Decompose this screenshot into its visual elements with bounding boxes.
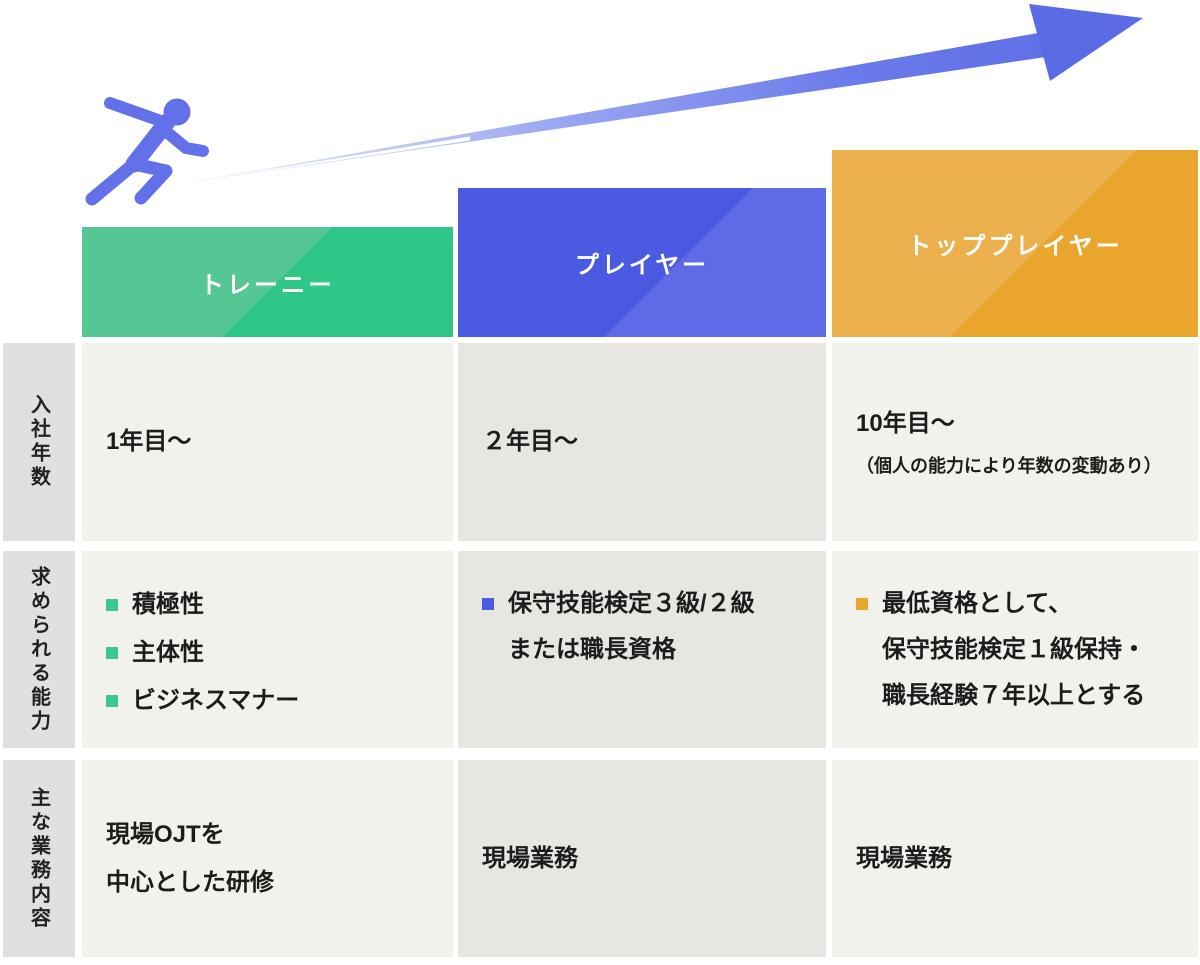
cell-duties-trainee: 現場OJTを 中心とした研修 <box>82 760 453 957</box>
skills-top-line: 保守技能検定１級保持・ <box>882 636 1146 663</box>
list-item: ビジネスマナー <box>106 677 453 725</box>
skills-player-line: 保守技能検定３級/２級 <box>508 590 755 617</box>
cell-tenure-trainee: 1年目〜 <box>82 343 453 541</box>
stage-header-top-player: トッププレイヤー <box>832 150 1198 337</box>
duties-player-text: 現場業務 <box>482 844 578 872</box>
skills-player-line: または職長資格 <box>508 636 676 663</box>
green-square-bullet-icon <box>106 647 118 659</box>
skills-top-line: 最低資格として、 <box>882 590 1073 617</box>
cell-tenure-player: ２年目〜 <box>458 343 826 541</box>
skills-trainee-item: 積極性 <box>132 591 204 618</box>
skills-trainee-item: 主体性 <box>132 639 204 666</box>
row-label-tenure-text: 入社年数 <box>27 394 50 490</box>
cell-tenure-top-player: 10年目〜 （個人の能力により年数の変動あり） <box>832 343 1198 541</box>
stage-header-player-label: プレイヤー <box>574 252 710 279</box>
row-label-duties: 主な業務内容 <box>3 760 75 957</box>
cell-duties-top-player: 現場業務 <box>832 760 1198 957</box>
list-item-continuation: 職長経験７年以上とする <box>856 673 1198 719</box>
skills-trainee-item: ビジネスマナー <box>132 687 300 714</box>
duties-trainee-line: 現場OJTを <box>106 820 225 848</box>
tenure-player-text: ２年目〜 <box>482 428 578 455</box>
tenure-trainee-text: 1年目〜 <box>106 428 192 455</box>
list-item: 積極性 <box>106 581 453 629</box>
cell-skills-top-player: 最低資格として、 保守技能検定１級保持・ 職長経験７年以上とする <box>832 551 1198 748</box>
list-item: 主体性 <box>106 629 453 677</box>
row-label-skills-text: 求められる能力 <box>27 565 50 734</box>
cell-skills-player: 保守技能検定３級/２級 または職長資格 <box>458 551 826 748</box>
blue-square-bullet-icon <box>482 598 494 610</box>
row-label-skills: 求められる能力 <box>3 551 75 748</box>
row-label-duties-text: 主な業務内容 <box>27 786 50 931</box>
tenure-top-note-text: （個人の能力により年数の変動あり） <box>856 456 1162 476</box>
list-item: 保守技能検定３級/２級 <box>482 581 826 627</box>
stage-header-trainee: トレーニー <box>82 227 453 337</box>
green-square-bullet-icon <box>106 695 118 707</box>
cell-duties-player: 現場業務 <box>458 760 826 957</box>
duties-top-text: 現場業務 <box>856 844 952 872</box>
upward-growth-arrow-icon <box>162 4 1143 187</box>
stage-header-trainee-label: トレーニー <box>200 271 335 299</box>
row-label-tenure: 入社年数 <box>3 343 75 541</box>
cell-skills-trainee: 積極性 主体性 ビジネスマナー <box>82 551 453 748</box>
list-item: 最低資格として、 <box>856 581 1198 627</box>
green-square-bullet-icon <box>106 599 118 611</box>
list-item-continuation: または職長資格 <box>482 627 826 673</box>
stage-header-top-player-label: トッププレイヤー <box>907 233 1123 260</box>
orange-square-bullet-icon <box>856 598 868 610</box>
skills-top-line: 職長経験７年以上とする <box>882 682 1146 709</box>
duties-trainee-line: 中心とした研修 <box>106 868 274 896</box>
list-item-continuation: 保守技能検定１級保持・ <box>856 627 1198 673</box>
tenure-top-main-text: 10年目〜 <box>856 410 955 437</box>
stage-header-player: プレイヤー <box>458 188 826 337</box>
running-person-icon <box>85 97 209 206</box>
